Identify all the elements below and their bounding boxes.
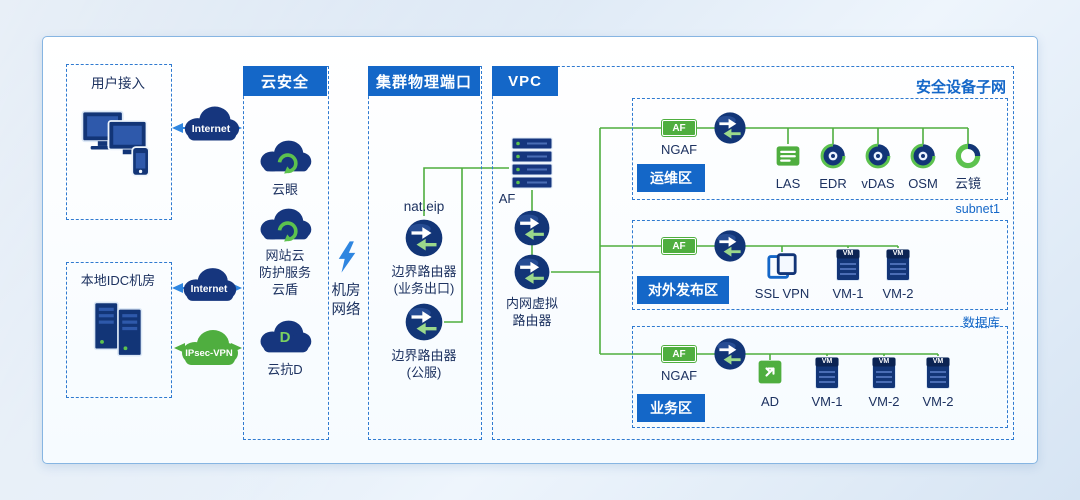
device-label-vm2: VM-2 <box>868 394 900 409</box>
device-label-cloud-mirror: 云镜 <box>954 176 981 191</box>
business-zone-box <box>632 326 1008 428</box>
ops-router-icon <box>713 111 747 145</box>
af-rack-icon <box>509 136 555 190</box>
ops-zone-label: 运维区 <box>637 164 705 192</box>
vm-icon: VM <box>885 248 911 282</box>
vpc-box <box>492 66 1014 440</box>
cloud-antiddos-icon: D <box>256 316 314 356</box>
ops-af-badge: AF <box>662 120 696 136</box>
vm-icon: VM <box>835 248 861 282</box>
vm-icon: VM <box>925 356 951 390</box>
publish-zone-box <box>632 220 1008 310</box>
cluster-ports-header: 集群物理端口 <box>368 66 480 96</box>
ops-zone-box <box>632 98 1008 200</box>
device-label-vm2b: VM-2 <box>922 394 954 409</box>
user-access-box <box>66 64 172 220</box>
internet-cloud-top-label: Internet <box>191 123 231 135</box>
vdas-icon <box>864 142 892 170</box>
vm-icon-label: VM <box>932 358 944 365</box>
device-label-vdas: vDAS <box>861 176 895 191</box>
edr-icon <box>819 142 847 170</box>
cloud-antiddos-label: 云抗D <box>267 362 303 377</box>
nat-eip-label: nat.eip <box>403 199 445 214</box>
border-router-business-label: 边界路由器 (业务出口) <box>391 264 457 296</box>
device-label-sslvpn: SSL VPN <box>754 286 810 301</box>
ad-icon <box>756 358 784 386</box>
d-badge: D <box>279 329 291 346</box>
cloud-shield-icon <box>256 204 314 244</box>
business-router-icon <box>713 337 747 371</box>
ipsec-vpn-cloud-label: IPsec-VPN <box>185 348 233 359</box>
ssl-vpn-icon <box>766 250 798 282</box>
lightning-icon <box>336 240 358 274</box>
vm-icon-label: VM <box>878 358 890 365</box>
subnet1-note: subnet1 <box>955 202 1000 216</box>
cloud-eye-label: 云眼 <box>271 182 298 197</box>
vm-icon: VM <box>814 356 840 390</box>
idc-box <box>66 262 172 398</box>
cloud-icon <box>174 327 244 367</box>
border-router-public-icon <box>404 302 444 342</box>
publish-af-badge: AF <box>662 238 696 254</box>
vpc-router-1-icon <box>513 209 551 247</box>
publish-zone-label: 对外发布区 <box>637 276 729 304</box>
cloud-mirror-icon <box>954 142 982 170</box>
device-label-vm1: VM-1 <box>811 394 843 409</box>
business-af-badge: AF <box>662 346 696 362</box>
database-note: 数据库 <box>962 316 1000 330</box>
cloud-security-header: 云安全 <box>243 66 327 96</box>
idc-title: 本地IDC机房 <box>80 273 156 288</box>
user-access-title: 用户接入 <box>91 76 145 91</box>
device-label-edr: EDR <box>819 176 847 191</box>
internet-cloud-bottom: Internet <box>179 265 239 303</box>
border-router-public-label: 边界路由器 (公服) <box>391 348 457 380</box>
internet-cloud-top: Internet <box>180 103 242 143</box>
osm-icon <box>909 142 937 170</box>
vm-icon-label: VM <box>842 250 854 257</box>
cloud-eye-icon <box>256 136 314 176</box>
ops-ngaf-label: NGAF <box>660 142 698 157</box>
device-label-las: LAS <box>775 176 801 191</box>
device-label-osm: OSM <box>908 176 938 191</box>
device-label-vm2: VM-2 <box>882 286 914 301</box>
cloud-shield-label: 网站云 防护服务 云盾 <box>258 248 311 297</box>
workstation-icon <box>80 102 156 178</box>
vpc-header: VPC <box>492 66 558 96</box>
las-icon <box>774 142 802 170</box>
vm-icon: VM <box>871 356 897 390</box>
vm-icon-label: VM <box>892 250 904 257</box>
internal-router-label: 内网虚拟 路由器 <box>505 296 558 328</box>
device-label-vm1: VM-1 <box>832 286 864 301</box>
business-ngaf-label: NGAF <box>660 368 698 383</box>
ipsec-vpn-cloud: IPsec-VPN <box>174 327 244 367</box>
internet-cloud-bottom-label: Internet <box>190 284 228 295</box>
vm-icon-label: VM <box>821 358 833 365</box>
publish-router-icon <box>713 229 747 263</box>
security-subnet-title: 安全设备子网 <box>915 79 1006 96</box>
border-router-business-icon <box>404 218 444 258</box>
vpc-router-2-icon <box>513 253 551 291</box>
business-zone-label: 业务区 <box>637 394 705 422</box>
room-network-label: 机房 网络 <box>331 283 361 318</box>
af-rack-label: AF <box>498 191 516 206</box>
device-label-ad: AD <box>760 394 780 409</box>
idc-servers-icon <box>86 296 150 360</box>
